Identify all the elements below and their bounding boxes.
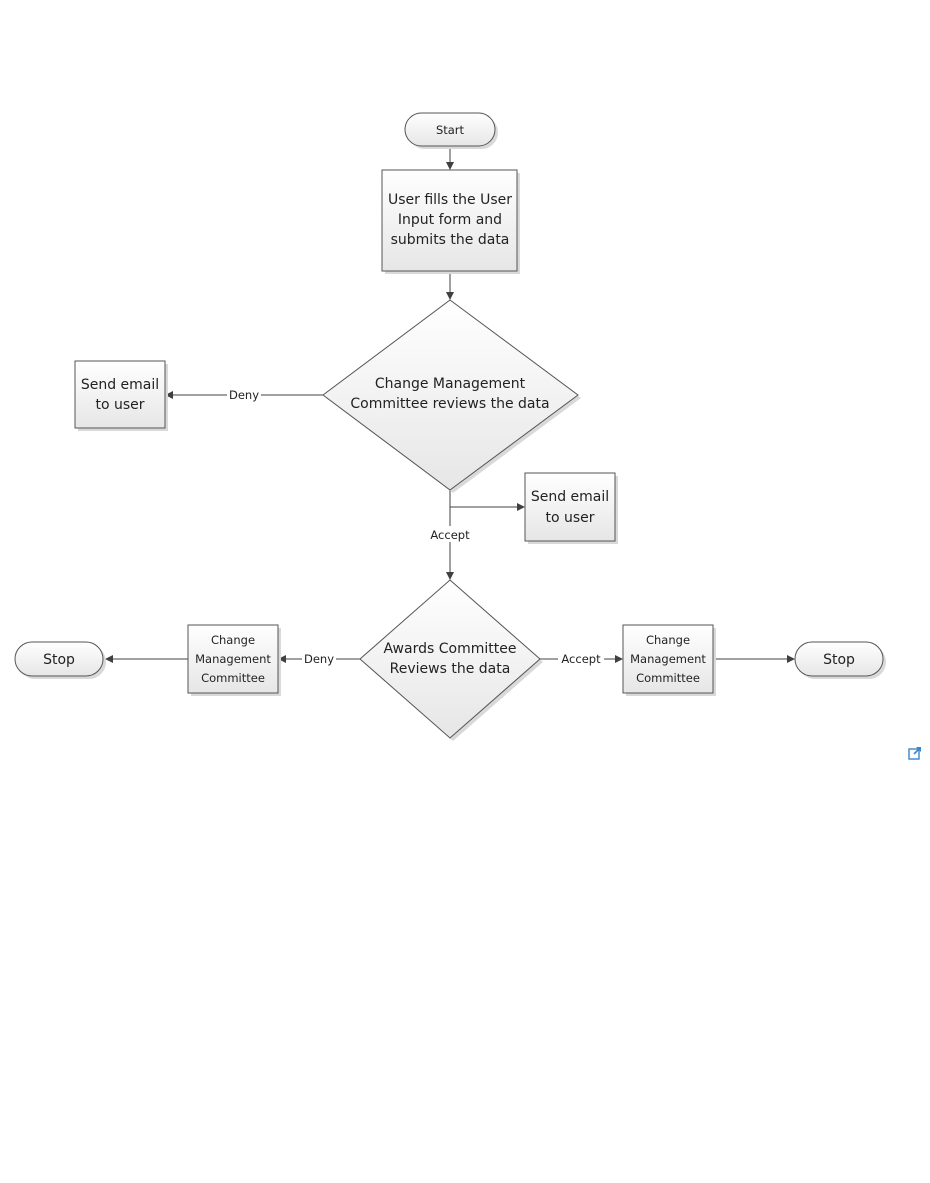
arrowhead xyxy=(446,572,454,580)
process-send-email-left: Send email to user xyxy=(74,360,168,431)
node-label-line: Committee xyxy=(201,671,265,685)
edge-label-accept-mid: Accept xyxy=(430,528,470,542)
node-label-line: Send email xyxy=(531,489,609,505)
external-link-icon[interactable] xyxy=(908,746,922,760)
stop-node-right: Stop xyxy=(794,641,886,679)
node-label-line: User fills the User xyxy=(388,192,512,208)
arrowhead xyxy=(278,655,286,663)
decision-cmc-review: Change Management Committee reviews the … xyxy=(322,299,581,493)
node-label-line: Change xyxy=(211,633,255,647)
stop-node-left: Stop xyxy=(14,641,106,679)
node-label-line: Input form and xyxy=(398,212,502,228)
arrowhead xyxy=(517,503,525,511)
process-change-management-left: Change Management Committee xyxy=(187,624,281,696)
node-label-line: Committee reviews the data xyxy=(350,396,549,412)
stop-left-label: Stop xyxy=(43,652,75,668)
process-user-fills-form: User fills the User Input form and submi… xyxy=(381,169,520,274)
edge-label-deny-top: Deny xyxy=(229,388,259,402)
node-label-line: to user xyxy=(545,510,594,526)
node-label-line: to user xyxy=(95,397,144,413)
node-label-line: Reviews the data xyxy=(390,661,511,677)
node-label-line: Management xyxy=(630,652,706,666)
arrowhead xyxy=(105,655,113,663)
arrowhead xyxy=(615,655,623,663)
arrowhead xyxy=(446,162,454,170)
edge-label-accept-bottom: Accept xyxy=(561,652,601,666)
node-label-line: Committee xyxy=(636,671,700,685)
node-label-line: Management xyxy=(195,652,271,666)
process-change-management-right: Change Management Committee xyxy=(622,624,716,696)
node-label-line: Change xyxy=(646,633,690,647)
start-node: Start xyxy=(404,112,498,149)
decision-awards-review: Awards Committee Reviews the data xyxy=(359,579,543,741)
arrowhead xyxy=(787,655,795,663)
node-label-line: Change Management xyxy=(375,376,526,392)
arrowhead xyxy=(446,292,454,300)
node-label-line: Send email xyxy=(81,377,159,393)
node-label-line: Awards Committee xyxy=(384,641,517,657)
stop-right-label: Stop xyxy=(823,652,855,668)
start-label: Start xyxy=(436,123,465,137)
edge-label-deny-bottom: Deny xyxy=(304,652,334,666)
edge-labels: Deny Accept Deny Accept xyxy=(227,386,604,667)
arrowhead xyxy=(165,391,173,399)
process-send-email-right: Send email to user xyxy=(524,472,618,544)
node-label-line: submits the data xyxy=(391,232,510,248)
